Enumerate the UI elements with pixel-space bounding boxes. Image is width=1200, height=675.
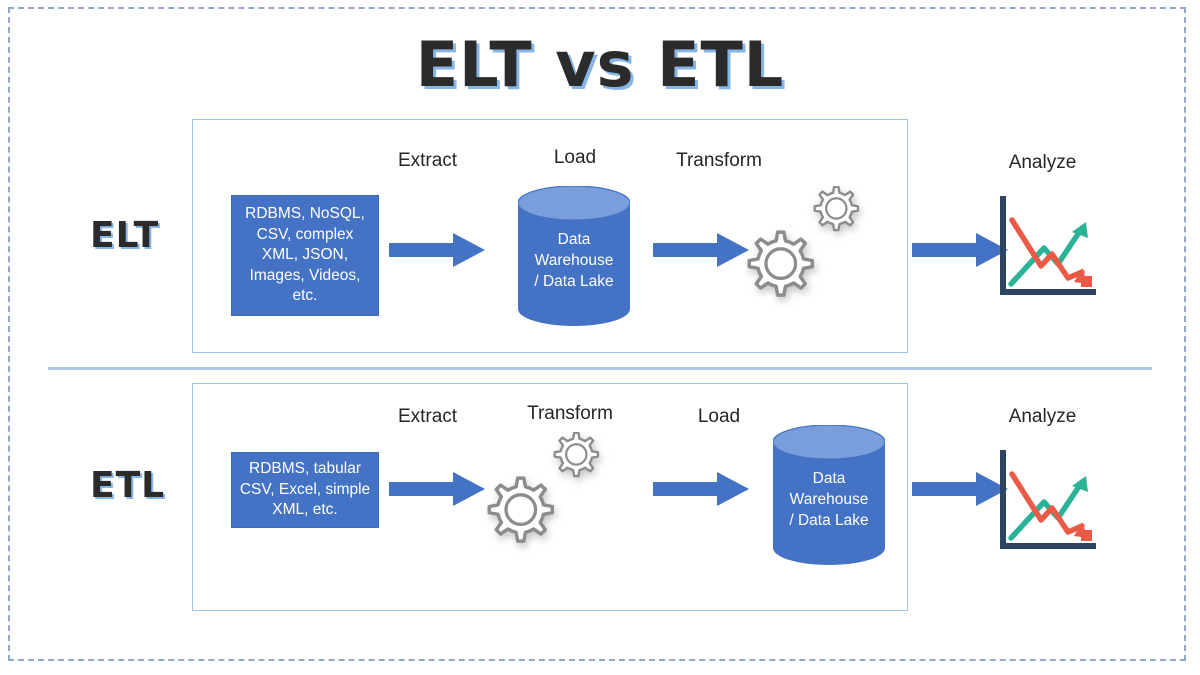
source-box-elt: RDBMS, NoSQL, CSV, complex XML, JSON, Im… <box>231 195 379 316</box>
caption-elt-load: Load <box>553 147 597 168</box>
row-label-elt: ELT <box>90 215 160 256</box>
right-arrow-icon <box>653 233 749 267</box>
right-arrow-icon <box>389 472 485 506</box>
database-cylinder-icon: Data Warehouse / Data Lake <box>517 185 631 326</box>
source-box-etl: RDBMS, tabular CSV, Excel, simple XML, e… <box>231 452 379 528</box>
caption-elt-transform: Transform <box>676 150 762 171</box>
row-divider <box>48 367 1152 370</box>
caption-elt-analyze: Analyze <box>1008 152 1077 173</box>
caption-etl-analyze: Analyze <box>1008 406 1077 427</box>
caption-etl-extract: Extract <box>397 406 458 427</box>
caption-etl-transform: Transform <box>527 403 613 424</box>
outer-dashed-frame <box>8 7 1186 661</box>
line-chart-icon <box>1000 196 1096 295</box>
panel-etl <box>192 383 908 611</box>
right-arrow-icon <box>912 472 1008 506</box>
database-cylinder-icon: Data Warehouse / Data Lake <box>772 424 886 565</box>
gears-icon <box>747 186 860 297</box>
caption-etl-load: Load <box>697 406 741 427</box>
row-label-etl: ETL <box>90 465 166 506</box>
page-title: ELT vs ETL <box>415 28 785 101</box>
caption-elt-extract: Extract <box>397 150 458 171</box>
right-arrow-icon <box>912 233 1008 267</box>
panel-elt <box>192 119 908 353</box>
right-arrow-icon <box>389 233 485 267</box>
right-arrow-icon <box>653 472 749 506</box>
gears-icon <box>487 432 600 543</box>
line-chart-icon <box>1000 450 1096 549</box>
